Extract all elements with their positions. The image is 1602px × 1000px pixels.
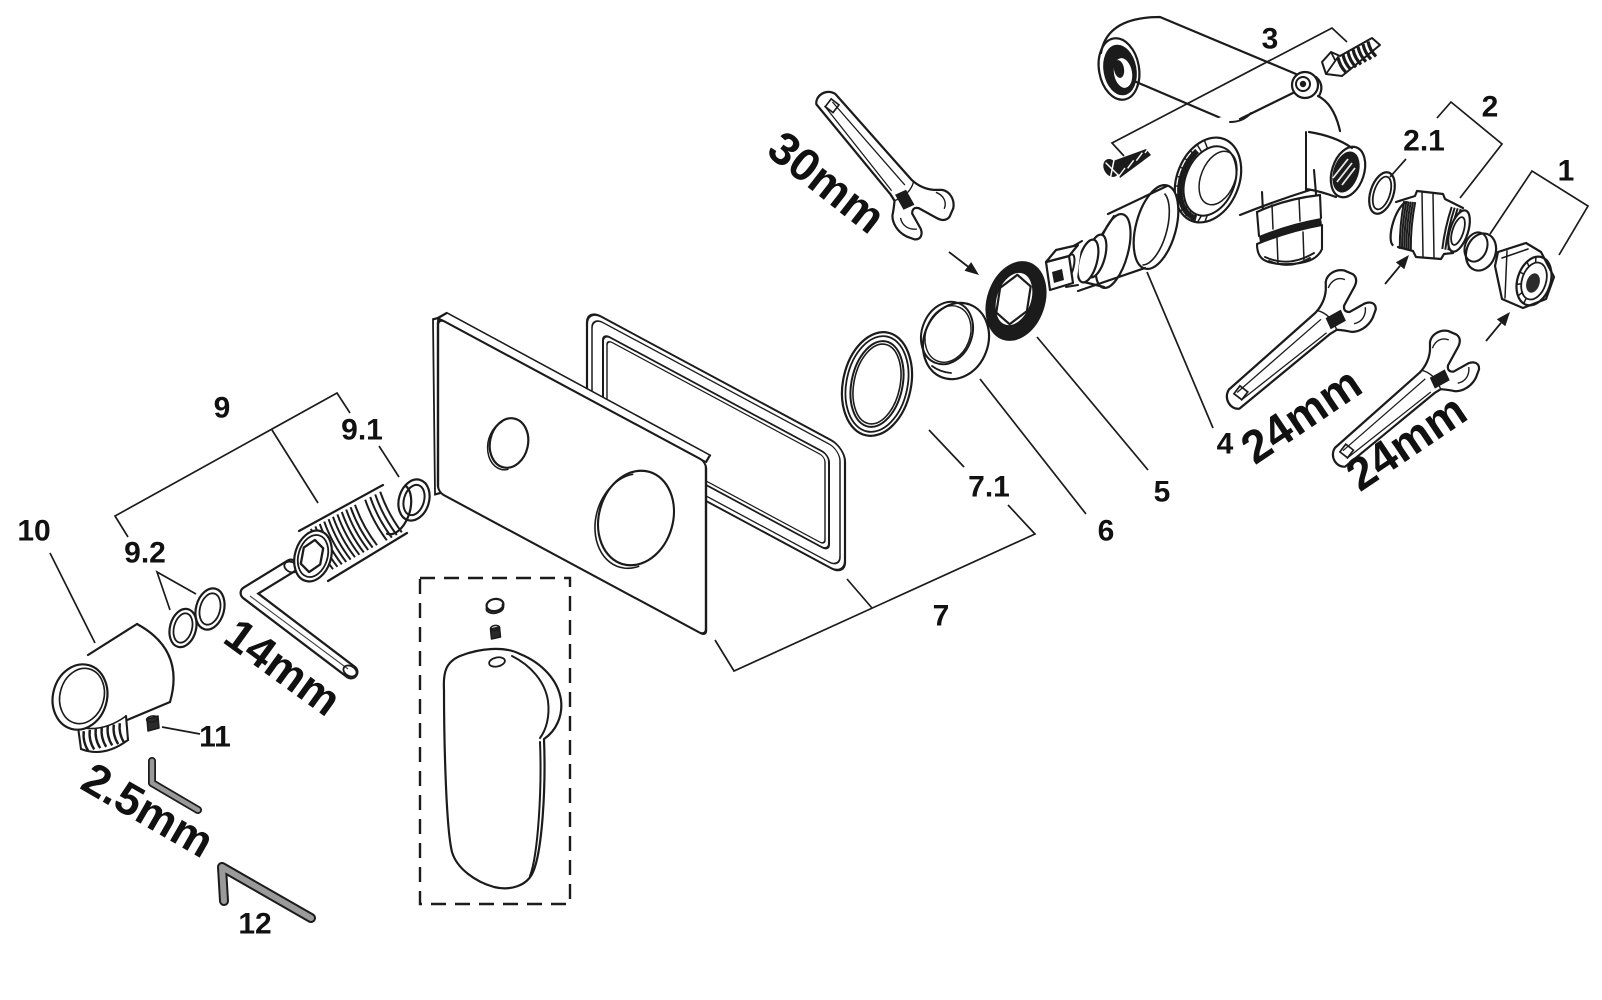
svg-text:11: 11 [199, 721, 231, 754]
svg-text:4: 4 [1217, 428, 1234, 461]
svg-text:5: 5 [1154, 476, 1171, 509]
svg-text:9: 9 [214, 392, 231, 425]
svg-text:2: 2 [1482, 91, 1499, 124]
svg-text:9.1: 9.1 [341, 414, 383, 447]
svg-text:12: 12 [238, 908, 271, 941]
svg-text:7.1: 7.1 [968, 471, 1010, 504]
svg-text:2.1: 2.1 [1403, 125, 1445, 158]
svg-text:1: 1 [1558, 155, 1575, 188]
svg-text:7: 7 [933, 600, 950, 633]
svg-text:9.2: 9.2 [124, 537, 166, 570]
svg-text:10: 10 [17, 515, 50, 548]
svg-text:6: 6 [1098, 515, 1115, 548]
svg-text:3: 3 [1262, 23, 1279, 56]
